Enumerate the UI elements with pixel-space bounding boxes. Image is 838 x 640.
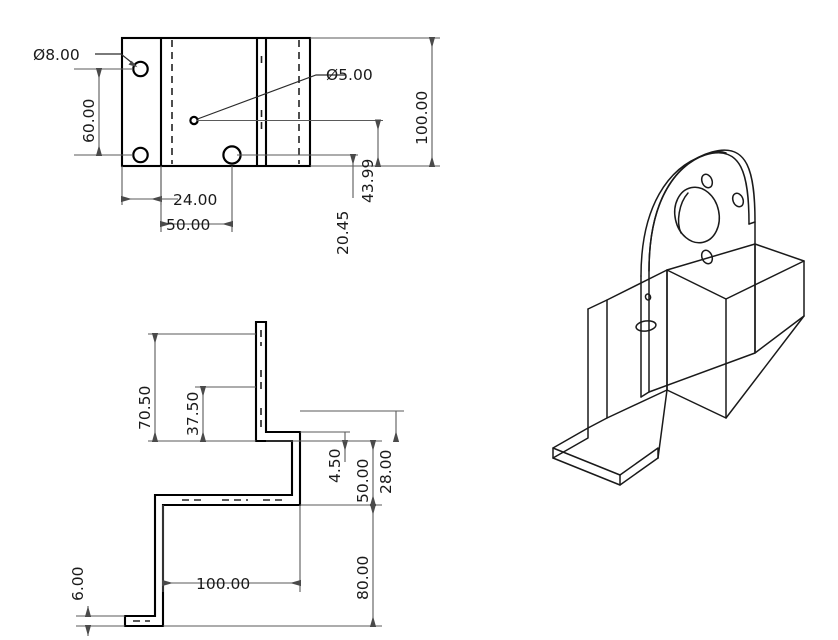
iso-channel-inner-bottom (587, 417, 608, 429)
front-view-group: Ø8.00 Ø5.00 60.00 100.00 43.99 (33, 36, 440, 255)
dim-50-group: 50.00 (160, 166, 233, 234)
iso-top-flange-face (666, 243, 756, 271)
dim-60-group: 60.00 (74, 68, 133, 156)
dim-50-label: 50.00 (166, 216, 210, 234)
iso-foot-connector2 (619, 447, 659, 476)
dim-6-label: 6.00 (69, 566, 87, 601)
iso-side-slot (635, 320, 657, 332)
dim-2045-group: 20.45 (237, 154, 358, 255)
iso-channel-right-wall (725, 260, 805, 300)
dim-4399-label: 43.99 (359, 159, 377, 203)
iso-channel-inner-top (587, 299, 608, 310)
iso-channel-right-bottom (725, 315, 805, 419)
dim-7050-group: 70.50 (136, 333, 256, 442)
dim-dia8-group: Ø8.00 (33, 46, 138, 68)
dim-100b-label: 100.00 (196, 575, 250, 593)
dim-24-label: 24.00 (173, 191, 217, 209)
dim-100b-group: 100.00 (162, 505, 301, 593)
dim-100-label: 100.00 (413, 91, 431, 145)
dim-80-label: 80.00 (354, 556, 372, 600)
dim-28-label: 28.00 (377, 450, 395, 494)
front-hole-lower-8mm (132, 146, 149, 164)
iso-center-bore (673, 186, 721, 244)
dim-60-label: 60.00 (80, 99, 98, 143)
dim-6-group: 6.00 (69, 566, 125, 636)
dim-4399-group: 43.99 (197, 119, 383, 203)
iso-bottom-lip-edge2 (552, 447, 621, 476)
dim-3750-label: 37.50 (184, 392, 202, 436)
dim-dia8-label: Ø8.00 (33, 46, 80, 64)
dim-450-label: 4.50 (326, 448, 344, 483)
iso-plate-left-bottom (640, 391, 650, 398)
iso-plate-top-thickness (748, 221, 756, 225)
dim-3750-group: 37.50 (184, 386, 256, 442)
iso-small-hole-right (731, 192, 745, 208)
front-hole-upper-8mm (132, 60, 149, 78)
dim-dia5-group: Ø5.00 (197, 66, 373, 120)
dim-dia5-label: Ø5.00 (326, 66, 373, 84)
side-view-group: 70.50 37.50 4.50 50.00 28.00 (69, 320, 404, 636)
dim-28-group: 28.00 (300, 410, 404, 494)
dim-2045-label: 20.45 (334, 211, 352, 255)
isometric-view-group (552, 149, 805, 486)
iso-plate-base-mark (644, 293, 652, 301)
iso-small-hole-top (700, 173, 714, 189)
front-view-outline (120, 36, 312, 168)
iso-plate-thickness-edge (640, 152, 750, 277)
iso-center-bore-thickness (677, 192, 689, 234)
dim-7050-label: 70.50 (136, 386, 154, 430)
dim-80-group: 80.00 (163, 504, 382, 627)
dim-50b-label: 50.00 (354, 459, 372, 503)
dim-50b-group: 50.00 (300, 440, 382, 506)
iso-foot-connector (657, 389, 668, 459)
side-view-hidden-lines (133, 330, 286, 622)
